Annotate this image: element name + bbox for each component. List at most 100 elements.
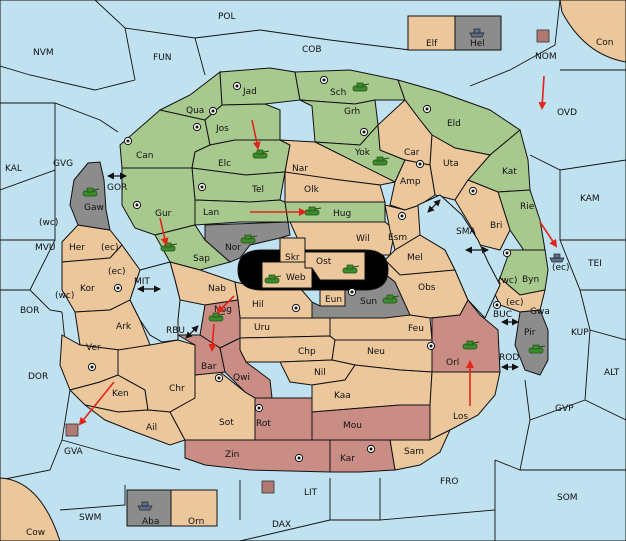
land-label-uta: Uta xyxy=(443,159,459,169)
coast-label-rie-ec: (ec) xyxy=(552,263,570,273)
land-label-sap: Sap xyxy=(193,254,210,264)
island-orn[interactable] xyxy=(170,489,218,527)
land-label-her: Her xyxy=(69,243,85,253)
army-unit-17[interactable] xyxy=(65,423,79,437)
land-label-nil: Nil xyxy=(314,368,326,378)
land-label-skr: Skr xyxy=(285,253,300,263)
army-unit-12[interactable] xyxy=(528,344,546,354)
land-label-zin: Zin xyxy=(225,450,239,460)
inner-channel-west xyxy=(129,261,181,343)
land-label-grh: Grh xyxy=(344,107,360,117)
land-label-rot: Rot xyxy=(256,419,271,429)
sea-label-bor: BOR xyxy=(20,306,39,316)
land-label-nab: Nab xyxy=(208,284,226,294)
army-unit-18[interactable] xyxy=(261,480,275,494)
army-unit-9[interactable] xyxy=(382,294,400,304)
fleet-unit-13[interactable] xyxy=(469,28,485,38)
army-unit-turret-1 xyxy=(256,149,264,155)
supply-center-dot-11 xyxy=(400,214,404,218)
supply-center-dot-8 xyxy=(418,162,422,166)
land-label-eun: Eun xyxy=(325,295,342,305)
land-label-ark: Ark xyxy=(116,322,132,332)
army-unit-2[interactable] xyxy=(372,156,390,166)
province-chp[interactable] xyxy=(239,335,336,363)
units xyxy=(65,28,565,511)
land-label-uru: Uru xyxy=(254,323,270,333)
order-nom-ovd xyxy=(538,75,547,110)
fleet-unit-14[interactable] xyxy=(137,501,153,511)
supply-centers xyxy=(87,75,512,463)
sea-label-nom: NOM xyxy=(535,52,557,62)
land-label-sch: Sch xyxy=(330,88,346,98)
army-unit-gun-7 xyxy=(274,275,282,278)
province-kar[interactable] xyxy=(329,439,396,473)
army-unit-turret-8 xyxy=(346,264,354,270)
province-bri[interactable] xyxy=(454,179,511,251)
province-gur[interactable] xyxy=(121,167,196,236)
supply-center-dot-2 xyxy=(211,109,215,113)
fleet-unit-15[interactable] xyxy=(549,253,565,263)
land-label-obs: Obs xyxy=(418,283,436,293)
sea-label-mvu: MVU xyxy=(35,243,56,253)
army-unit-4[interactable] xyxy=(304,206,322,216)
army-unit-16[interactable] xyxy=(536,29,550,43)
sea-label-fun: FUN xyxy=(153,53,172,63)
land-label-mou: Mou xyxy=(343,421,362,431)
province-orl[interactable] xyxy=(431,299,501,373)
army-unit-gun-12 xyxy=(538,345,546,348)
land-label-chp: Chp xyxy=(298,347,316,357)
fleet-unit-hull-14 xyxy=(137,505,153,511)
island-label-hel: Hel xyxy=(470,39,485,49)
coast-label-gaw-wc: (wc) xyxy=(39,218,58,228)
province-qwi[interactable] xyxy=(219,337,273,399)
land-label-los: Los xyxy=(453,412,468,422)
army-unit-11[interactable] xyxy=(462,340,480,350)
sea-label-buc: BUC xyxy=(493,310,512,320)
land-label-tel: Tel xyxy=(251,185,264,195)
province-mou[interactable] xyxy=(311,404,431,441)
army-unit-10[interactable] xyxy=(208,312,226,322)
island-label-group: Elf Hel Aba Orn xyxy=(142,39,485,527)
army-unit-gun-3 xyxy=(92,188,100,191)
army-unit-6[interactable] xyxy=(240,234,258,244)
army-unit-0[interactable] xyxy=(352,82,370,92)
sea-label-cob: COB xyxy=(302,45,322,55)
army-unit-turret-11 xyxy=(466,340,474,346)
sea-label-gvp: GVP xyxy=(555,404,574,414)
arrow-rbu xyxy=(185,325,199,339)
fleet-unit-deck-15 xyxy=(553,253,561,259)
army-unit-3[interactable] xyxy=(82,187,100,197)
supply-center-dot-21 xyxy=(429,344,433,348)
land-label-kat: Kat xyxy=(502,167,517,177)
land-label-car: Car xyxy=(404,148,420,158)
island-label-aba: Aba xyxy=(142,517,159,527)
supply-center-dot-9 xyxy=(471,189,475,193)
land-label-amp: Amp xyxy=(400,177,421,187)
land-label-ail: Ail xyxy=(146,423,157,433)
army-unit-gun-9 xyxy=(392,295,400,298)
land-label-rie: Rie xyxy=(520,202,535,212)
army-unit-gun-10 xyxy=(218,313,226,316)
supply-center-dot-0 xyxy=(235,84,239,88)
army-unit-turret-2 xyxy=(376,156,384,162)
land-label-gaw: Gaw xyxy=(84,203,104,213)
province-jad[interactable] xyxy=(219,67,301,106)
sea-label-ovd: OVD xyxy=(557,108,577,118)
land-label-nor: Nor xyxy=(225,243,241,253)
sea-label-swm: SWM xyxy=(79,513,101,523)
army-unit-7[interactable] xyxy=(264,274,282,284)
province-olk[interactable] xyxy=(284,171,386,203)
inner-channel xyxy=(417,194,501,319)
army-unit-turret-0 xyxy=(356,82,364,88)
land-label-chr: Chr xyxy=(169,384,185,394)
army-unit-turret-4 xyxy=(308,206,316,212)
land-label-bri: Bri xyxy=(490,221,502,231)
army-unit-8[interactable] xyxy=(342,264,360,274)
army-unit-gun-1 xyxy=(262,150,270,153)
land-label-ver: Ver xyxy=(86,343,101,353)
sea-label-rbu: RBU xyxy=(166,326,185,336)
army-unit-1[interactable] xyxy=(252,149,270,159)
order-jos-elc xyxy=(251,119,261,150)
province-pir[interactable] xyxy=(514,309,549,376)
